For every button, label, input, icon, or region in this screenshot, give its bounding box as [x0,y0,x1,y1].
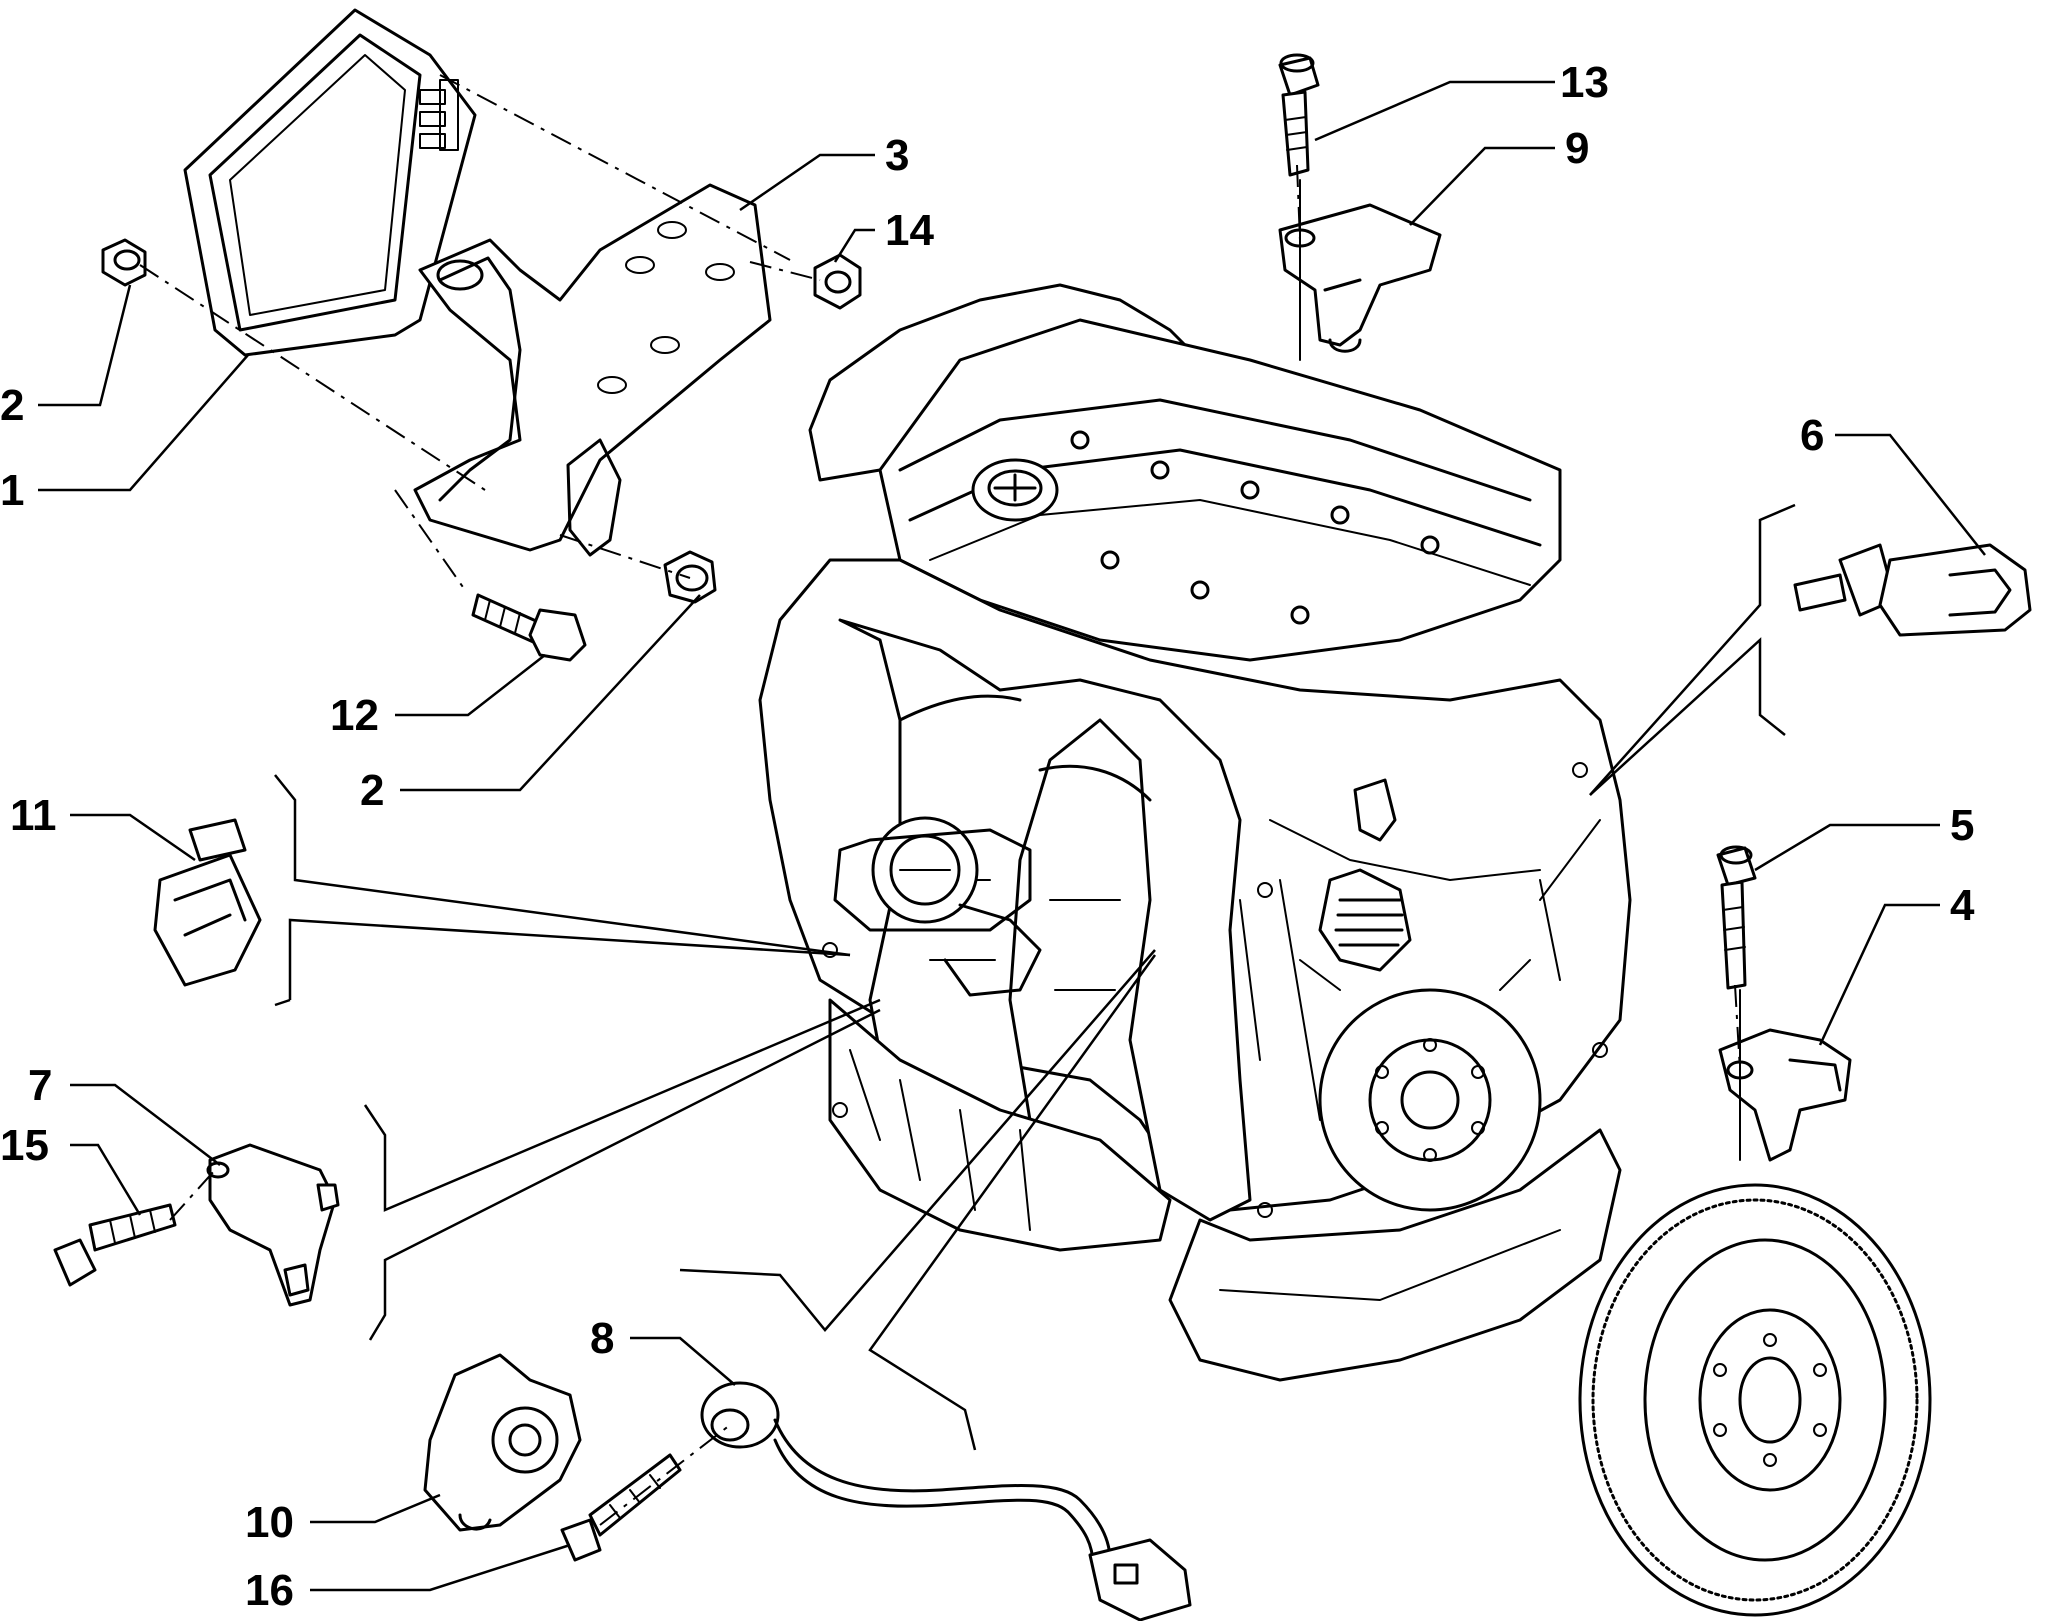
part-11-idle-control-valve [153,818,262,987]
callout-6: 6 [1800,411,1824,460]
throttle-body [833,816,1042,997]
part-10-throttle-position-sensor [423,1353,582,1532]
part-3-bracket [413,183,772,557]
assembly-leader-lines [274,503,1796,1451]
callout-4: 4 [1950,881,1975,930]
callout-7: 7 [28,1061,52,1110]
callout-11: 11 [10,791,57,840]
part-8-knock-sensor [700,1381,1192,1621]
part-5-bolt [1716,845,1757,990]
part-7-map-sensor [206,1143,340,1307]
alignment-lines [139,74,1741,1526]
callout-1: 1 [0,466,24,515]
callout-9: 9 [1565,124,1589,173]
part-1-ecu [183,8,477,357]
callout-16: 16 [245,1566,294,1615]
part-9-camshaft-sensor [1278,179,1442,361]
callout-12: 12 [330,691,379,740]
callout-leaders [38,80,1986,1592]
part-15-bolt [53,1203,177,1287]
part-14-nut [813,253,862,310]
part-12-bolt [471,593,587,662]
callout-5: 5 [1950,801,1974,850]
part-6-temperature-sensor [1793,543,2032,637]
callout-10: 10 [245,1498,294,1547]
part-13-bolt [1278,53,1320,177]
engine-assembly [758,283,1632,1382]
part-4-crankshaft-sensor [1718,989,1852,1162]
part-2-nut-upper [101,238,147,287]
callout-2-lower: 2 [360,766,384,815]
part-16-bolt [560,1453,682,1562]
callout-15: 15 [0,1121,49,1170]
callout-14: 14 [885,206,934,255]
callout-13: 13 [1560,58,1609,107]
callout-2-upper: 2 [0,381,24,430]
callout-8: 8 [590,1314,614,1363]
callout-labels: 1 2 2 3 4 5 6 7 8 9 10 11 12 13 14 15 16 [0,58,1975,1615]
callout-3: 3 [885,131,909,180]
flywheel [1578,1183,1932,1617]
